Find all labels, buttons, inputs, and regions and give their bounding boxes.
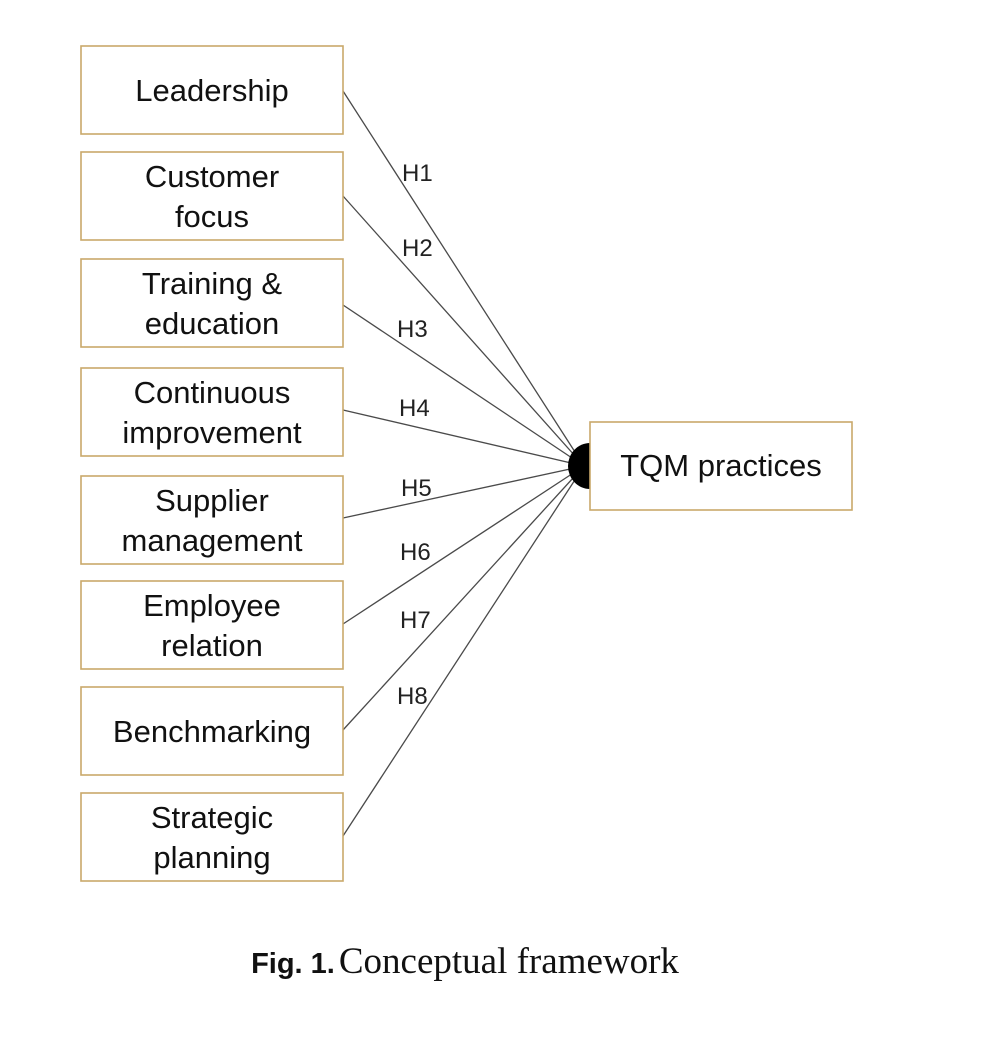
figure-number: Fig. 1. [251, 948, 335, 980]
hypothesis-link-7 [342, 465, 585, 731]
target-box-tqm-practices: TQM practices [589, 421, 853, 511]
construct-label-line: Training & [142, 266, 282, 301]
hypothesis-link-1 [342, 90, 585, 467]
construct-box-frame [80, 367, 344, 457]
construct-box-frame [80, 475, 344, 565]
target-node: TQM practices [568, 421, 853, 511]
construct-box-frame [80, 45, 344, 135]
hypothesis-link-4 [342, 409, 585, 467]
construct-box-continuous-improvement: Continuous improvement [80, 367, 344, 457]
arrowhead-icon [568, 443, 590, 489]
construct-label-line: relation [161, 628, 263, 663]
construct-box-supplier-management: Supplier management [80, 475, 344, 565]
construct-label-line: improvement [122, 415, 302, 450]
construct-label-line: management [122, 523, 303, 558]
construct-box-frame [80, 792, 344, 882]
hypothesis-label-h3: H3 [397, 316, 428, 343]
construct-box-customer-focus: Customer focus [80, 151, 344, 241]
figure-title: Conceptual framework [338, 941, 679, 982]
target-label: TQM practices [620, 448, 822, 483]
construct-label-line: Employee [143, 588, 281, 623]
hypothesis-link-2 [342, 195, 585, 467]
construct-label-line: Leadership [135, 73, 288, 108]
construct-label-line: Supplier [155, 483, 269, 518]
construct-label-line: planning [153, 840, 270, 875]
construct-box-frame [80, 258, 344, 348]
construct-box-employee-relation: Employee relation [80, 580, 344, 670]
construct-label-line: Strategic [151, 800, 273, 835]
hypothesis-label-h4: H4 [399, 395, 430, 422]
construct-label-line: Customer [145, 159, 279, 194]
construct-box-benchmarking: Benchmarking [80, 686, 344, 776]
hypothesis-link-6 [342, 465, 585, 625]
construct-box-training-education: Training & education [80, 258, 344, 348]
hypothesis-label-h7: H7 [400, 607, 431, 634]
hypothesis-label-h5: H5 [401, 475, 432, 502]
hypothesis-link-5 [342, 465, 585, 519]
construct-box-leadership: Leadership [80, 45, 344, 135]
construct-label-line: focus [175, 199, 249, 234]
construct-box-frame [80, 686, 344, 776]
figure-caption: Fig. 1. Conceptual framework [0, 940, 930, 983]
hypothesis-label-h2: H2 [402, 235, 433, 262]
construct-box-frame [80, 580, 344, 670]
target-box-frame [589, 421, 853, 511]
hypothesis-links [342, 90, 585, 837]
construct-box-strategic-planning: Strategic planning [80, 792, 344, 882]
hypothesis-link-8 [342, 465, 585, 837]
construct-label-line: Continuous [134, 375, 291, 410]
hypothesis-label-h8: H8 [397, 683, 428, 710]
construct-box-frame [80, 151, 344, 241]
hypothesis-label-h1: H1 [402, 160, 433, 187]
hypothesis-label-h6: H6 [400, 539, 431, 566]
construct-label-line: Benchmarking [113, 714, 311, 749]
hypothesis-link-3 [342, 304, 585, 467]
construct-label-line: education [145, 306, 279, 341]
